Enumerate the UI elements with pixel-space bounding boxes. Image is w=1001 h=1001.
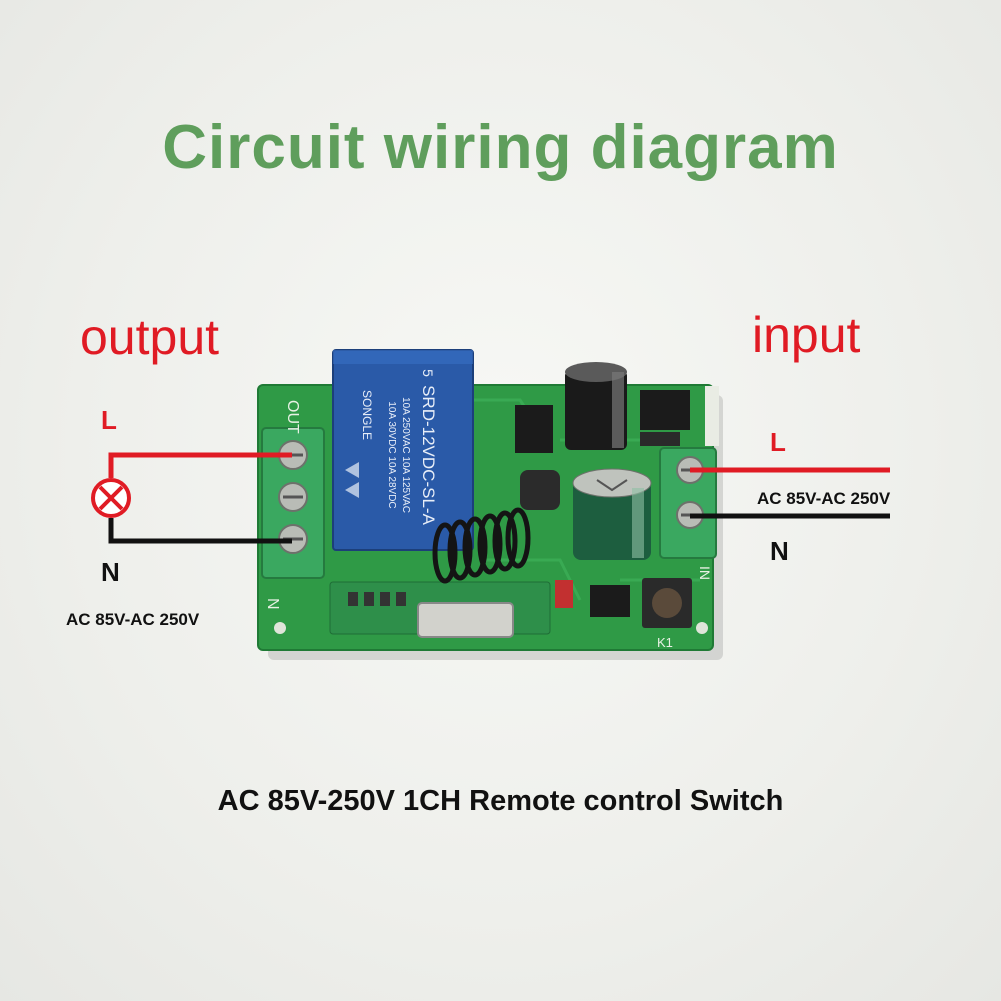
output-live-wire <box>108 452 292 478</box>
relay-logo <box>345 462 359 498</box>
product-caption: AC 85V-250V 1CH Remote control Switch <box>217 785 784 817</box>
chip-regulator <box>640 390 690 430</box>
output-neutral-label: N <box>101 557 120 587</box>
mount-hole <box>274 622 286 634</box>
input-label: input <box>752 307 861 363</box>
diagram-title: Circuit wiring diagram <box>162 113 839 182</box>
relay-rating-1: 10A 250VAC 10A 125VAC <box>400 397 411 513</box>
capacitor-top <box>565 362 627 450</box>
relay: SRD-12VDC-SL-A 10A 250VAC 10A 125VAC 10A… <box>332 349 474 551</box>
relay-rating-2: 10A 30VDC 10A 28VDC <box>386 401 397 508</box>
output-live-label: L <box>101 405 117 435</box>
pcb-edge-notch <box>705 386 719 446</box>
crystal-oscillator <box>417 602 514 638</box>
relay-model: SRD-12VDC-SL-A <box>419 385 438 525</box>
capacitor-bottom <box>572 468 652 560</box>
input-wiring <box>690 467 890 519</box>
output-wiring <box>108 452 292 544</box>
relay-pin-number: 5 <box>420 369 436 377</box>
input-terminal-block <box>659 447 717 559</box>
input-live-label: L <box>770 427 786 457</box>
lamp-icon <box>91 478 131 518</box>
relay-brand: SONGLE <box>360 390 374 440</box>
silk-in-label: IN <box>697 566 713 580</box>
output-voltage-label: AC 85V-AC 250V <box>66 610 200 629</box>
silk-out-label: OUT <box>284 400 301 434</box>
mount-hole <box>696 622 708 634</box>
antenna-coil <box>432 507 531 584</box>
input-voltage-label: AC 85V-AC 250V <box>757 489 891 508</box>
inductor <box>520 470 560 510</box>
input-neutral-label: N <box>770 536 789 566</box>
silk-n-label: N <box>264 598 281 610</box>
output-neutral-wire <box>108 518 292 544</box>
silk-k1-label: K1 <box>657 635 673 650</box>
output-label: output <box>80 309 220 365</box>
output-terminal-block <box>261 427 325 579</box>
resistor <box>640 432 680 446</box>
rf-module <box>329 581 551 638</box>
chip-decoder <box>590 585 630 617</box>
led <box>555 580 573 608</box>
learn-button <box>642 578 692 628</box>
chip-ic <box>515 405 553 453</box>
